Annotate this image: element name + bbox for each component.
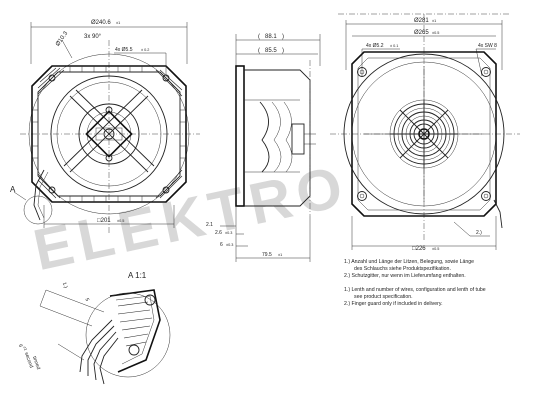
front-outer-diameter-tol: ±1 — [116, 21, 120, 25]
front-holes: 4x Ø5.5 — [115, 47, 133, 53]
note-en-2: see product specification. — [354, 294, 413, 300]
front-view: A Ø240.6 ±1 3x 90° Ø10.3 4x Ø5.5 ± 0.2 □… — [10, 20, 200, 235]
note-de-3: 2.) Schutzgitter, nur wenn im Lieferumfa… — [344, 273, 466, 279]
side-depth1: 88.1 — [265, 34, 277, 40]
side-depth1-bracket-l: ( — [258, 34, 260, 40]
side-depth2-bracket-r: ) — [282, 48, 284, 54]
rear-pcd-tol: ±0.5 — [432, 31, 439, 35]
side-dim-b-tol: ±0.3 — [225, 231, 232, 235]
side-dim-c: 6 — [220, 242, 223, 248]
detail-dim2: 5 — [84, 297, 91, 302]
side-dim-a: 2.1 — [206, 222, 213, 228]
detail-label-second: second — [23, 352, 34, 369]
detail-title: A 1:1 — [128, 271, 147, 280]
side-depth1-bracket-r: ) — [282, 34, 284, 40]
front-outer-diameter: Ø240.6 — [91, 20, 111, 26]
detail-label-tinned: tinned — [31, 356, 41, 371]
note-en-3: 2.) Finger guard only if included in del… — [344, 301, 443, 307]
front-angle: 3x 90° — [84, 34, 102, 40]
notes: 1.) Anzahl und Länge der Litzen, Belegun… — [344, 259, 486, 307]
rear-view: Ø281 ±1 Ø265 ±0.5 4x Ø5.2 ± 0.1 4x SW 8 — [330, 13, 520, 252]
watermark-text: ELEKTRO — [28, 153, 354, 283]
rear-square: □226 — [412, 246, 426, 252]
note-de-2: des Schlauchs siehe Produktspezifikation… — [354, 266, 451, 272]
note-en-1: 1.) Lenth and number of wires, configura… — [344, 287, 486, 293]
side-dim-c-tol: ±0.3 — [226, 243, 233, 247]
rear-outer-diameter-tol: ±1 — [432, 19, 436, 23]
rear-wrench: 4x SW 8 — [478, 43, 497, 49]
rear-pcd: Ø265 — [414, 30, 429, 36]
side-depth2-bracket-l: ( — [258, 48, 260, 54]
rear-ref: 2.) — [476, 230, 482, 236]
detail-a: A 1:1 1.) 5 6 ±1 second tinned — [17, 271, 171, 385]
front-square-tol: ±0.5 — [117, 219, 124, 223]
side-total-depth: 79.5 — [262, 252, 272, 258]
rear-outer-diameter: Ø281 — [414, 18, 429, 24]
detail-dim1: 1.) — [61, 282, 69, 290]
side-dim-b: 2.6 — [215, 230, 222, 236]
front-holes-tol: ± 0.2 — [141, 48, 149, 52]
detail-dim3-tol: ±1 — [22, 346, 27, 351]
note-de-1: 1.) Anzahl und Länge der Litzen, Belegun… — [344, 259, 474, 265]
side-total-depth-tol: ±1 — [278, 253, 282, 257]
detail-dim3: 6 — [17, 344, 24, 349]
side-depth2: 85.5 — [265, 48, 277, 54]
side-view: 88.1 ( ) 85.5 ( ) 2.1 2.6 ±0.3 6 ±0.3 — [206, 34, 321, 262]
detail-marker-a: A — [10, 185, 16, 194]
rear-holes-tol: ± 0.1 — [390, 44, 398, 48]
front-square: □201 — [97, 218, 111, 224]
rear-holes: 4x Ø5.2 — [366, 43, 384, 49]
rear-square-tol: ±0.5 — [432, 247, 439, 251]
front-hole-diameter: Ø10.3 — [55, 30, 70, 47]
